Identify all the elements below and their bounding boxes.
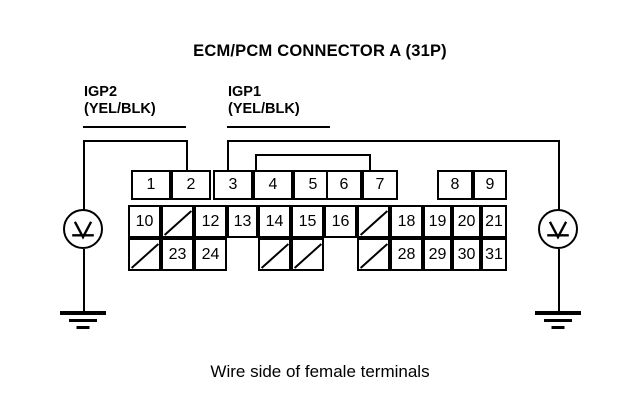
igp2-label-underline xyxy=(83,126,186,128)
terminal-cell-9[interactable]: 9 xyxy=(473,170,507,200)
terminal-cell-31[interactable]: 31 xyxy=(481,238,507,271)
terminal-number: 15 xyxy=(298,212,317,230)
terminal-number: 10 xyxy=(135,212,154,230)
igp1-label-underline xyxy=(227,126,330,128)
ground-bar-1 xyxy=(60,311,106,315)
page-title: ECM/PCM CONNECTOR A (31P) xyxy=(193,42,447,60)
igp1-lead-down-to-meter xyxy=(558,140,560,210)
terminal-cell-blank-25[interactable] xyxy=(258,238,291,271)
igp2-lead-down-to-pin2 xyxy=(186,140,188,172)
terminal-number: 13 xyxy=(233,212,252,230)
wire-label-igp2-name: IGP2 xyxy=(84,84,118,100)
terminal-cell-1[interactable]: 1 xyxy=(131,170,171,200)
terminal-number: 7 xyxy=(375,176,385,193)
terminal-number: 3 xyxy=(228,176,238,193)
voltmeter-icon xyxy=(547,221,569,240)
terminal-cell-blank-27[interactable] xyxy=(357,238,390,271)
terminal-number: 30 xyxy=(457,245,476,263)
wire-label-igp1-color: (YEL/BLK) xyxy=(228,101,300,117)
voltmeter-icon xyxy=(72,221,94,240)
terminal-cell-6[interactable]: 6 xyxy=(326,170,362,200)
wire-label-igp2: IGP2 (YEL/BLK) xyxy=(84,84,156,118)
wire-label-igp2-color: (YEL/BLK) xyxy=(84,101,156,117)
terminal-number: 18 xyxy=(397,212,416,230)
voltmeter-right[interactable] xyxy=(538,209,578,249)
ground-bar-3 xyxy=(551,326,565,329)
igp2-lead-horizontal xyxy=(83,140,188,142)
voltmeter-right-ground-lead xyxy=(558,249,560,311)
terminal-number: 6 xyxy=(339,176,349,193)
terminal-number: 4 xyxy=(268,176,278,193)
terminal-number: 8 xyxy=(450,176,460,193)
wire-label-igp1: IGP1 (YEL/BLK) xyxy=(228,84,300,118)
ground-bar-2 xyxy=(69,319,97,322)
terminal-cell-7[interactable]: 7 xyxy=(362,170,398,200)
terminal-cell-10[interactable]: 10 xyxy=(128,205,161,238)
igp1-lead-down-to-pin3 xyxy=(227,140,229,172)
terminal-cell-29[interactable]: 29 xyxy=(423,238,452,271)
terminal-cell-24[interactable]: 24 xyxy=(194,238,227,271)
terminal-cell-18[interactable]: 18 xyxy=(390,205,423,238)
terminal-number: 5 xyxy=(308,176,318,193)
terminal-cell-4[interactable]: 4 xyxy=(253,170,293,200)
terminal-cell-8[interactable]: 8 xyxy=(437,170,473,200)
terminal-number: 16 xyxy=(331,212,350,230)
terminal-cell-blank-17[interactable] xyxy=(357,205,390,238)
terminal-number: 29 xyxy=(428,245,447,263)
terminal-number: 12 xyxy=(201,212,220,230)
igp2-lead-down-to-meter xyxy=(83,140,85,210)
terminal-cell-21[interactable]: 21 xyxy=(481,205,507,238)
terminal-cell-13[interactable]: 13 xyxy=(227,205,258,238)
terminal-number: 1 xyxy=(146,176,156,193)
terminal-number: 19 xyxy=(428,212,447,230)
terminal-number: 31 xyxy=(485,245,503,263)
terminal-number: 2 xyxy=(186,176,196,193)
terminal-number: 23 xyxy=(168,245,187,263)
terminal-cell-16[interactable]: 16 xyxy=(324,205,357,238)
ground-symbol-right xyxy=(535,311,581,331)
figure-caption: Wire side of female terminals xyxy=(210,362,430,381)
terminal-cell-2[interactable]: 2 xyxy=(171,170,211,200)
terminal-number: 9 xyxy=(485,176,495,193)
terminal-cell-blank-11[interactable] xyxy=(161,205,194,238)
terminal-number: 28 xyxy=(397,245,416,263)
igp1-lead-horizontal xyxy=(227,140,558,142)
terminal-cell-23[interactable]: 23 xyxy=(161,238,194,271)
terminal-number: 21 xyxy=(485,212,503,230)
terminal-cell-20[interactable]: 20 xyxy=(452,205,481,238)
terminal-cell-3[interactable]: 3 xyxy=(213,170,253,200)
terminal-cell-30[interactable]: 30 xyxy=(452,238,481,271)
ground-bar-3 xyxy=(76,326,90,329)
ground-symbol-left xyxy=(60,311,106,331)
terminal-cell-15[interactable]: 15 xyxy=(291,205,324,238)
ground-bar-2 xyxy=(544,319,572,322)
voltmeter-left[interactable] xyxy=(63,209,103,249)
connector-locking-tab xyxy=(255,154,371,172)
terminal-number: 20 xyxy=(457,212,476,230)
terminal-cell-blank-22[interactable] xyxy=(128,238,161,271)
terminal-cell-19[interactable]: 19 xyxy=(423,205,452,238)
voltmeter-left-ground-lead xyxy=(83,249,85,311)
terminal-cell-blank-26[interactable] xyxy=(291,238,324,271)
terminal-cell-14[interactable]: 14 xyxy=(258,205,291,238)
terminal-number: 14 xyxy=(265,212,284,230)
wire-label-igp1-name: IGP1 xyxy=(228,84,262,100)
terminal-number: 24 xyxy=(201,245,220,263)
terminal-cell-28[interactable]: 28 xyxy=(390,238,423,271)
terminal-cell-12[interactable]: 12 xyxy=(194,205,227,238)
ground-bar-1 xyxy=(535,311,581,315)
